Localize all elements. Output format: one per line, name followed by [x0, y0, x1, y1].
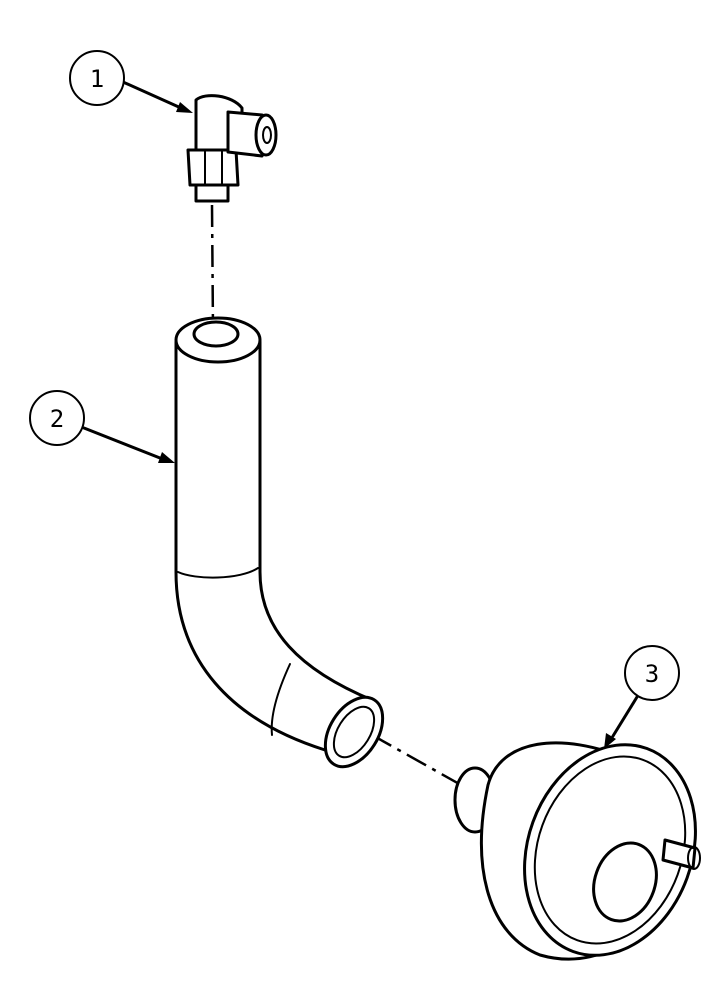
leader-arrowhead-3: [604, 733, 616, 749]
fitting-hex-edges: [204, 149, 223, 186]
part-1-elbow-fitting: [186, 94, 278, 203]
hose-bend-seam-bottom: [270, 663, 291, 736]
callout-balloon-1: 1: [69, 50, 125, 106]
housing-inner-rim: [533, 755, 687, 945]
fitting-hex-nut: [186, 148, 240, 187]
center-line-hose-to-housing: [371, 733, 471, 792]
hose-body: [174, 340, 374, 752]
leader-arrowhead-1: [176, 102, 193, 113]
part-2-bent-hose: [174, 316, 385, 769]
housing-side-pin-end: [687, 846, 701, 870]
center-line-fitting-to-hose: [210, 204, 215, 331]
callout-number-1: 1: [90, 65, 104, 93]
fitting-outlet-tube: [226, 110, 264, 158]
leader-line-1: [121, 80, 183, 110]
hose-top-opening: [192, 320, 240, 348]
callout-circle-3: [624, 645, 680, 701]
callout-balloon-3: 3: [624, 645, 680, 701]
leader-line-2: [82, 426, 162, 460]
hose-bend-seam-top: [177, 567, 259, 579]
leader-line-3: [611, 695, 639, 738]
hose-bottom-opening: [323, 695, 385, 769]
fitting-outlet-bore: [262, 126, 272, 144]
fitting-outlet-face: [254, 113, 278, 157]
leader-arrowhead-2: [158, 452, 175, 463]
part-3-filter-housing: [453, 741, 701, 961]
housing-center-boss: [592, 841, 658, 923]
hose-bottom-inner: [332, 705, 376, 759]
callout-circle-1: [69, 50, 125, 106]
callout-number-3: 3: [645, 660, 659, 688]
callout-balloon-2: 2: [29, 390, 85, 446]
callout-circle-2: [29, 390, 85, 446]
callout-number-2: 2: [50, 405, 64, 433]
